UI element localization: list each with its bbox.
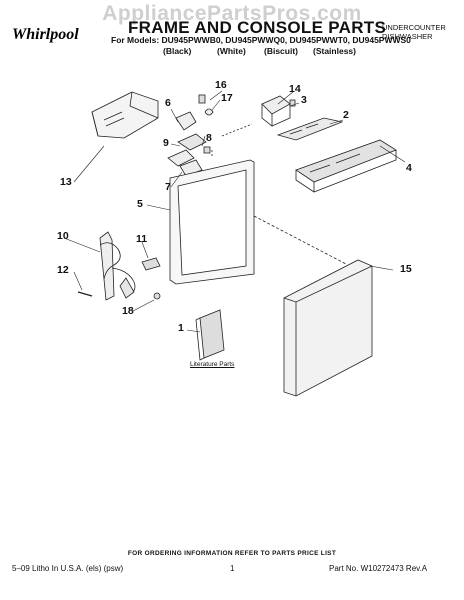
- alignment-line: [211, 123, 253, 158]
- callout-2: 2: [343, 109, 349, 121]
- part-3-14-control-module: [261, 95, 296, 127]
- leader-lines: [63, 90, 406, 333]
- watermark-text: AppliancePartsPros.com: [102, 2, 362, 25]
- part-10-11-12-wiring: [77, 231, 161, 301]
- brand-logo: Whirlpool: [12, 26, 79, 43]
- part-15-door-panel: [283, 259, 373, 397]
- part-6-7-8-9-switch-assembly: [167, 111, 211, 177]
- callout-13: 13: [60, 176, 72, 188]
- part-5-door-frame: [169, 159, 255, 285]
- literature-label: Literature Parts: [190, 361, 235, 368]
- callout-10: 10: [57, 230, 69, 242]
- callout-17: 17: [221, 92, 233, 104]
- variant-biscuit: (Biscuit): [264, 46, 298, 56]
- callout-12: 12: [57, 264, 69, 276]
- callout-4: 4: [406, 162, 412, 174]
- callout-15: 15: [400, 263, 412, 275]
- callout-1: 1: [178, 322, 184, 334]
- part-1-literature: [195, 309, 225, 361]
- callout-16: 16: [215, 79, 227, 91]
- part-4-console-panel: [295, 139, 397, 193]
- page-title: FRAME AND CONSOLE PARTS: [128, 18, 387, 37]
- callout-11: 11: [136, 233, 148, 245]
- callout-18: 18: [122, 305, 134, 317]
- callout-8: 8: [206, 132, 212, 144]
- variant-black: (Black): [163, 46, 192, 56]
- callout-6: 6: [165, 97, 171, 109]
- alignment-line: [253, 215, 347, 265]
- part-number: Part No. W10272473 Rev.A: [329, 564, 428, 573]
- part-13-top-cover: [91, 91, 159, 139]
- appliance-type: UNDERCOUNTER DISHWASHER: [382, 23, 446, 41]
- variant-white: (White): [217, 46, 246, 56]
- appliance-type-line-1: UNDERCOUNTER: [382, 23, 446, 32]
- variant-stainless: (Stainless): [313, 46, 356, 56]
- callout-9: 9: [163, 137, 169, 149]
- part-16-17-small-parts: [198, 94, 214, 116]
- callout-3: 3: [301, 94, 307, 106]
- ordering-note: FOR ORDERING INFORMATION REFER TO PARTS …: [127, 550, 337, 557]
- page-number: 1: [230, 564, 235, 573]
- callout-5: 5: [137, 198, 143, 210]
- model-list: For Models: DU945PWWB0, DU945PWWQ0, DU94…: [111, 35, 411, 45]
- callout-7: 7: [165, 181, 171, 193]
- litho-text: 5–09 Litho In U.S.A. (els) (psw): [12, 564, 124, 573]
- part-2-keypad: [276, 117, 344, 141]
- callout-14: 14: [289, 83, 301, 95]
- appliance-type-line-2: DISHWASHER: [382, 32, 433, 41]
